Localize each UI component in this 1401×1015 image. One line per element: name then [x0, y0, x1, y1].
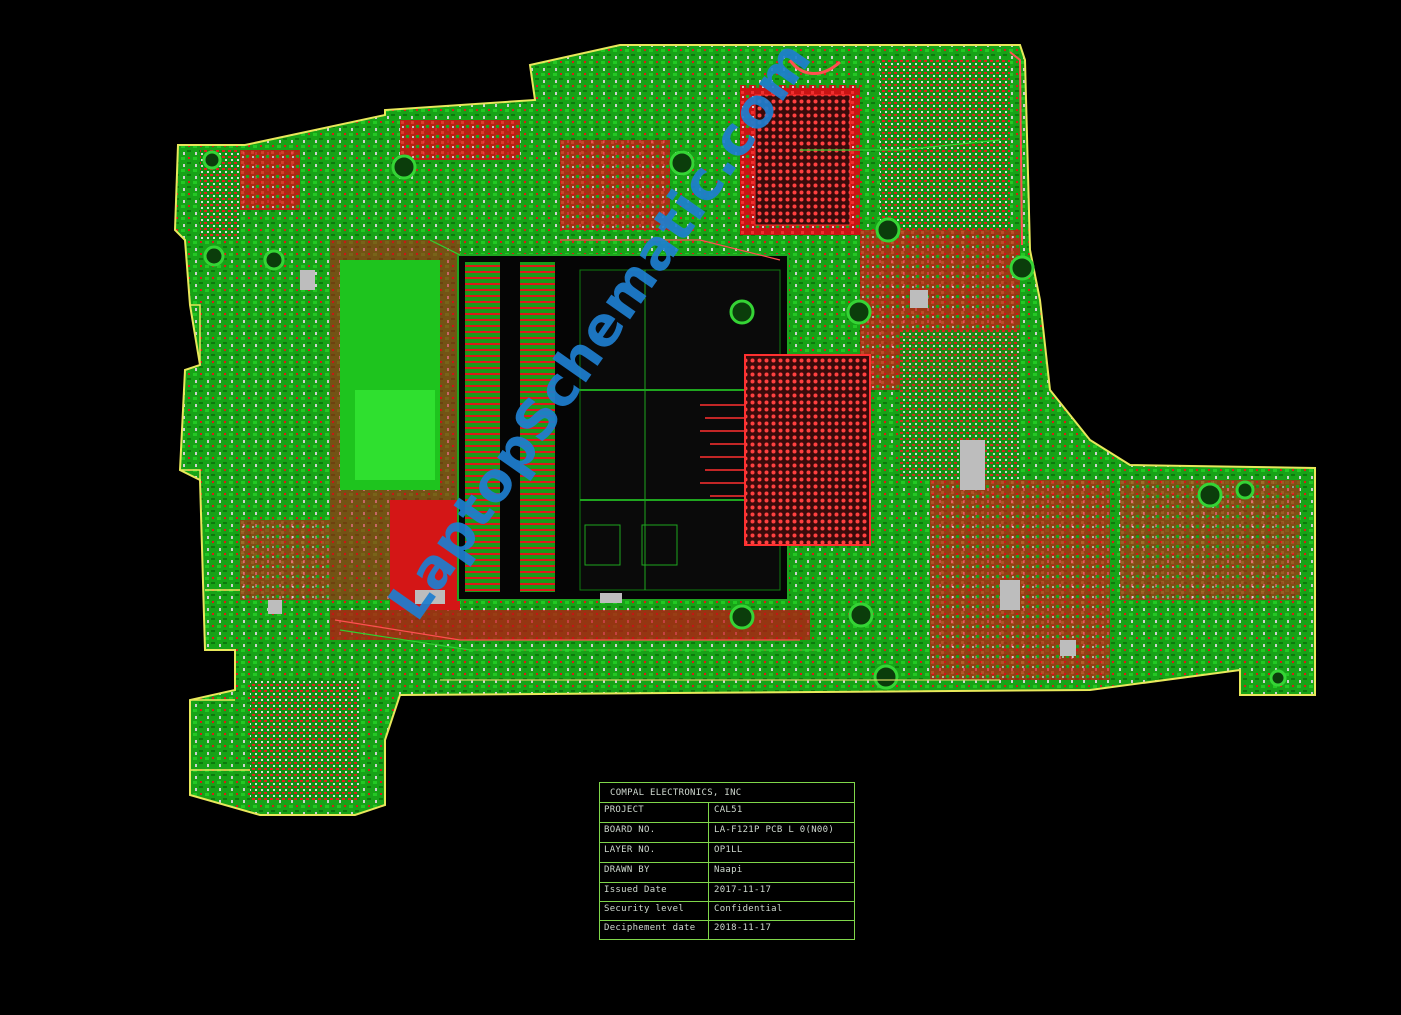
tb-label: PROJECT [604, 805, 645, 815]
title-block-row-issued-date: Issued Date 2017-11-17 [600, 882, 854, 902]
tb-value: LA-F121P PCB L 0(N00) [714, 825, 835, 835]
tb-value: 2017-11-17 [714, 885, 772, 895]
tb-value: Naapi [714, 865, 743, 875]
title-block-row-layer-no: LAYER NO. OP1LL [600, 842, 854, 862]
tb-label: Deciphement date [604, 923, 696, 933]
traces [334, 51, 1023, 681]
tb-label: LAYER NO. [604, 845, 656, 855]
title-block-row-board-no: BOARD NO. LA-F121P PCB L 0(N00) [600, 822, 854, 842]
edge-connectors [180, 304, 250, 771]
title-block-row-security-level: Security level Confidential [600, 901, 854, 921]
tb-label: DRAWN BY [604, 865, 650, 875]
tb-value: 2018-11-17 [714, 923, 772, 933]
title-block-row-drawn-by: DRAWN BY Naapi [600, 862, 854, 882]
tb-value: OP1LL [714, 845, 743, 855]
title-block-company: COMPAL ELECTRONICS, INC [610, 788, 742, 798]
tb-label: BOARD NO. [604, 825, 656, 835]
top-bga-chip [754, 94, 851, 226]
title-block-row-deciphement-date: Deciphement date 2018-11-17 [600, 920, 854, 940]
title-block-row-project: PROJECT CAL51 [600, 802, 854, 822]
tb-label: Issued Date [604, 885, 667, 895]
title-block: COMPAL ELECTRONICS, INC PROJECT CAL51 BO… [599, 782, 855, 940]
tb-value: CAL51 [714, 805, 743, 815]
bga-chip [700, 354, 871, 546]
tb-label: Security level [604, 904, 685, 914]
mounting-holes [202, 150, 1287, 690]
silkscreen-components [268, 270, 1076, 656]
tb-value: Confidential [714, 904, 783, 914]
